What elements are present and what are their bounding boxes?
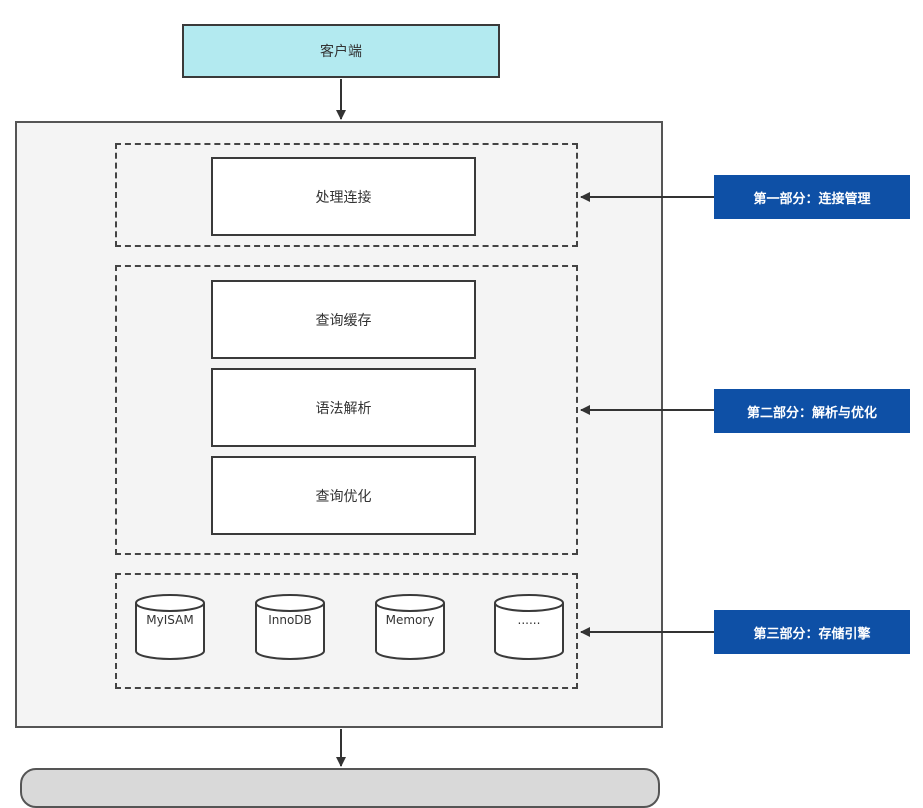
client-label: 客户端 <box>320 44 362 60</box>
query-optimization-label: 查询优化 <box>315 488 372 505</box>
query-cache-label: 查询缓存 <box>315 312 372 329</box>
query-optimization-box: 查询优化 <box>211 456 476 535</box>
engine-memory-label: Memory <box>385 613 435 627</box>
part-three-tag: 第三部分：存储引擎 <box>714 610 910 654</box>
part-two-label: 第二部分：解析与优化 <box>746 405 877 421</box>
engine-myisam-label: MyISAM <box>146 613 194 627</box>
connection-group <box>115 143 578 247</box>
part-one-label: 第一部分：连接管理 <box>753 191 871 207</box>
part-one-tag: 第一部分：连接管理 <box>714 175 910 219</box>
engine-other-cylinder: ...... <box>493 593 565 661</box>
connection-handling-box: 处理连接 <box>211 157 476 236</box>
engine-memory-cylinder: Memory <box>374 593 446 661</box>
part-three-label: 第三部分：存储引擎 <box>753 626 871 642</box>
engine-other-label: ...... <box>517 613 541 627</box>
parsing-group <box>115 265 578 555</box>
syntax-parsing-label: 语法解析 <box>315 400 372 417</box>
storage-group <box>115 573 578 689</box>
query-cache-box: 查询缓存 <box>211 280 476 359</box>
engine-myisam-cylinder: MyISAM <box>134 593 206 661</box>
client-box: 客户端 <box>182 24 500 78</box>
connector-arrows <box>336 79 714 767</box>
engine-innodb-label: InnoDB <box>268 613 312 627</box>
connection-handling-label: 处理连接 <box>315 189 372 206</box>
part-two-tag: 第二部分：解析与优化 <box>714 389 910 433</box>
syntax-parsing-box: 语法解析 <box>211 368 476 447</box>
engine-innodb-cylinder: InnoDB <box>254 593 326 661</box>
